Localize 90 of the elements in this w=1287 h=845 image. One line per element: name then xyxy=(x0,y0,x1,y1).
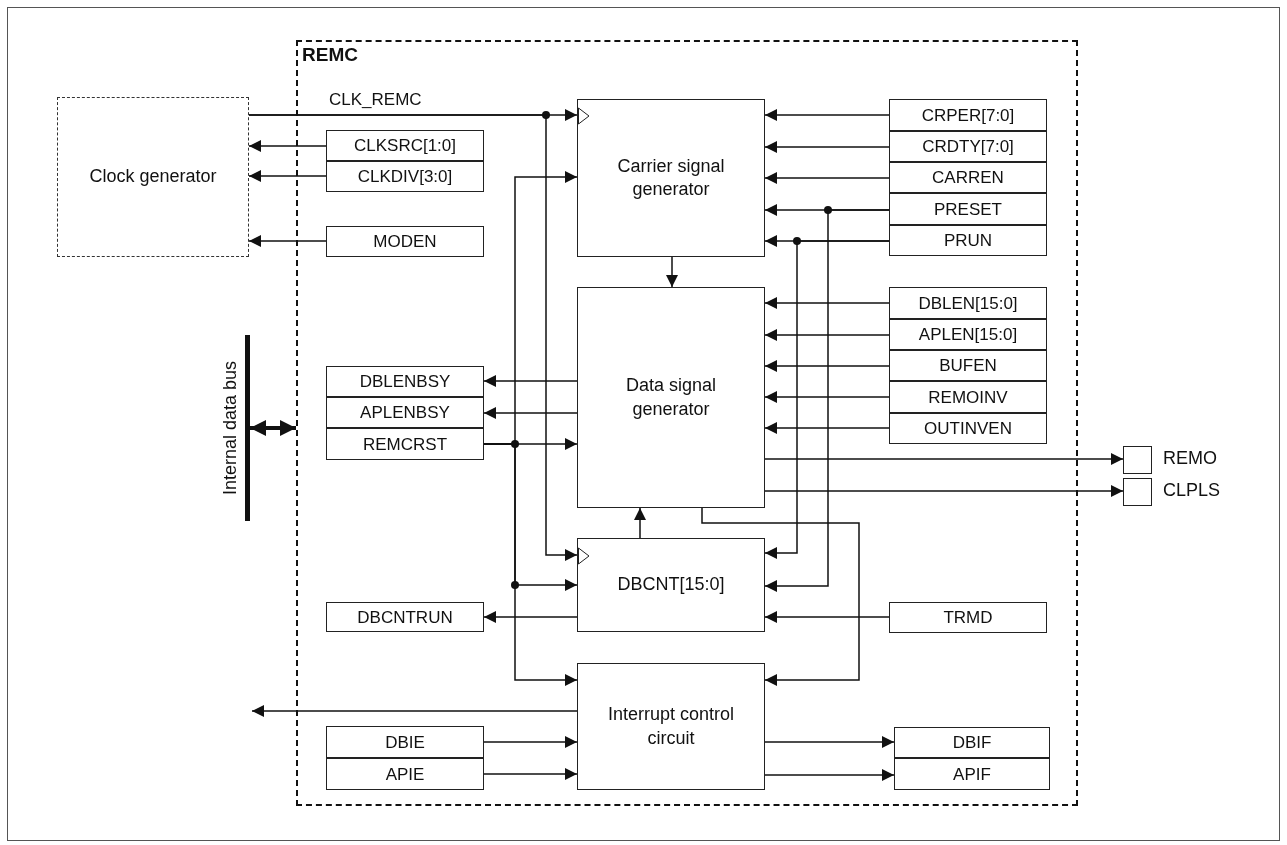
register-box xyxy=(889,287,1047,319)
arrow xyxy=(248,140,327,152)
arrow xyxy=(764,453,1124,465)
register-name: MODEN xyxy=(373,233,437,250)
arrow xyxy=(764,209,890,592)
register-name: CLKDIV[3:0] xyxy=(357,168,453,185)
register-name: DBLEN[15:0] xyxy=(918,294,1018,312)
block-label: DBCNT[15:0] xyxy=(617,573,725,597)
register-box xyxy=(326,397,484,428)
function-block xyxy=(57,97,249,257)
arrow xyxy=(483,407,578,419)
arrow xyxy=(764,769,895,781)
bus-label: Internal data bus xyxy=(220,359,241,498)
block-label: Data signal generator xyxy=(624,374,718,421)
arrow xyxy=(764,485,1124,497)
arrow xyxy=(248,114,578,561)
arrow xyxy=(634,507,646,539)
register-name: APIF xyxy=(953,765,991,783)
register-name: REMOINV xyxy=(928,388,1008,406)
register-name: BUFEN xyxy=(939,357,997,374)
arrow xyxy=(248,170,327,182)
register-box xyxy=(894,758,1050,790)
register-box xyxy=(326,130,484,161)
pin-name: REMO xyxy=(1163,448,1217,469)
arrow xyxy=(764,109,890,121)
register-box xyxy=(889,350,1047,381)
register-box xyxy=(889,131,1047,162)
block-label: Interrupt control circuit xyxy=(606,703,736,750)
arrow xyxy=(666,256,678,288)
arrow xyxy=(483,611,578,623)
register-box xyxy=(889,413,1047,444)
register-name: REMCRST xyxy=(362,435,448,453)
arrow xyxy=(764,391,890,403)
register-name: APIE xyxy=(385,765,425,783)
arrow xyxy=(764,360,890,372)
arrow xyxy=(764,736,895,748)
arrow xyxy=(251,705,578,717)
register-name: TRMD xyxy=(943,609,993,626)
register-name: CARREN xyxy=(932,169,1004,186)
register-box xyxy=(894,727,1050,758)
arrow xyxy=(764,240,890,559)
arrow xyxy=(764,297,890,309)
register-name: DBLENBSY xyxy=(359,373,451,390)
edge-label: CLK_REMC xyxy=(329,90,422,110)
arrow xyxy=(764,141,890,153)
arrow xyxy=(701,507,860,686)
register-box xyxy=(889,99,1047,131)
register-name: APLEN[15:0] xyxy=(918,326,1018,343)
register-box xyxy=(326,602,484,632)
register-box xyxy=(889,381,1047,413)
arrow xyxy=(483,375,578,387)
register-box xyxy=(326,226,484,257)
register-box xyxy=(326,161,484,192)
arrow xyxy=(764,611,890,623)
register-name: PRESET xyxy=(934,200,1002,218)
register-box xyxy=(326,758,484,790)
arrow xyxy=(764,329,890,341)
block-label: Clock generator xyxy=(89,165,217,189)
register-name: APLENBSY xyxy=(360,404,450,421)
arrow xyxy=(764,172,890,184)
register-box xyxy=(326,726,484,758)
register-box xyxy=(889,225,1047,256)
arrow xyxy=(248,235,327,247)
register-box xyxy=(326,428,484,460)
register-name: PRUN xyxy=(943,232,993,249)
arrow xyxy=(764,422,890,434)
pin-name: CLPLS xyxy=(1163,480,1221,501)
register-box xyxy=(889,193,1047,225)
register-box xyxy=(326,366,484,397)
register-name: OUTINVEN xyxy=(924,420,1012,437)
module-title: REMC xyxy=(302,44,358,66)
bus-arrow xyxy=(250,420,296,436)
register-name: CRPER[7:0] xyxy=(921,106,1015,124)
register-name: DBIF xyxy=(952,734,992,751)
register-box xyxy=(889,319,1047,350)
register-name: DBIE xyxy=(385,733,425,751)
register-box xyxy=(889,602,1047,633)
register-name: CRDTY[7:0] xyxy=(922,138,1014,155)
function-block xyxy=(577,663,765,790)
block-label: Carrier signal generator xyxy=(616,154,726,201)
register-name: CLKSRC[1:0] xyxy=(353,137,456,154)
register-box xyxy=(889,162,1047,193)
arrow xyxy=(483,443,578,686)
function-block xyxy=(577,99,765,257)
module-frame xyxy=(296,40,1078,806)
arrow xyxy=(483,768,578,780)
function-block xyxy=(577,538,765,632)
register-name: DBCNTRUN xyxy=(357,608,453,626)
arrow xyxy=(483,736,578,748)
function-block xyxy=(577,287,765,508)
